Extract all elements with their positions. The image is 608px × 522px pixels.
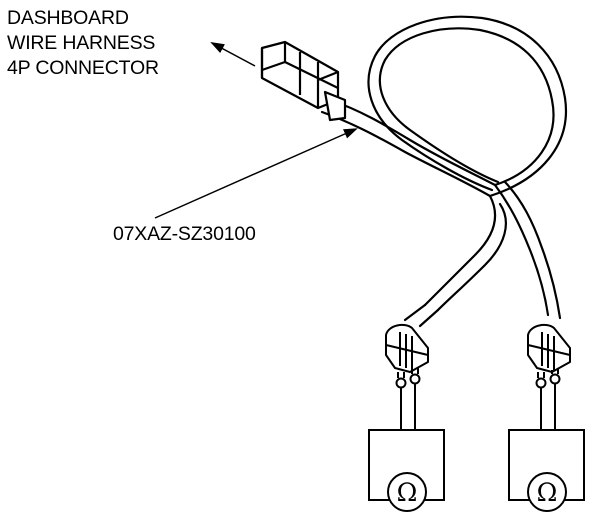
left-ohmmeter-icon: Ω: [368, 429, 445, 512]
right-ohmmeter-icon: Ω: [508, 429, 585, 512]
left-probe-wires: [400, 384, 416, 430]
connector-leader-arrow: [210, 42, 256, 67]
left-probe-icon: [385, 323, 429, 389]
connector-label-line3: 4P CONNECTOR: [7, 57, 159, 79]
right-probe-icon: [527, 323, 571, 389]
connector-label-line1: DASHBOARD: [7, 7, 129, 29]
tool-leader-arrow: [154, 128, 358, 219]
connector-icon: [260, 40, 347, 122]
right-ohm-symbol: Ω: [537, 478, 558, 507]
connector-label-line2: WIRE HARNESS: [7, 32, 156, 54]
tool-number-label: 07XAZ-SZ30100: [113, 223, 256, 245]
harness-cable: [320, 15, 568, 328]
left-ohm-symbol: Ω: [397, 478, 418, 507]
right-probe-wires: [540, 384, 556, 430]
